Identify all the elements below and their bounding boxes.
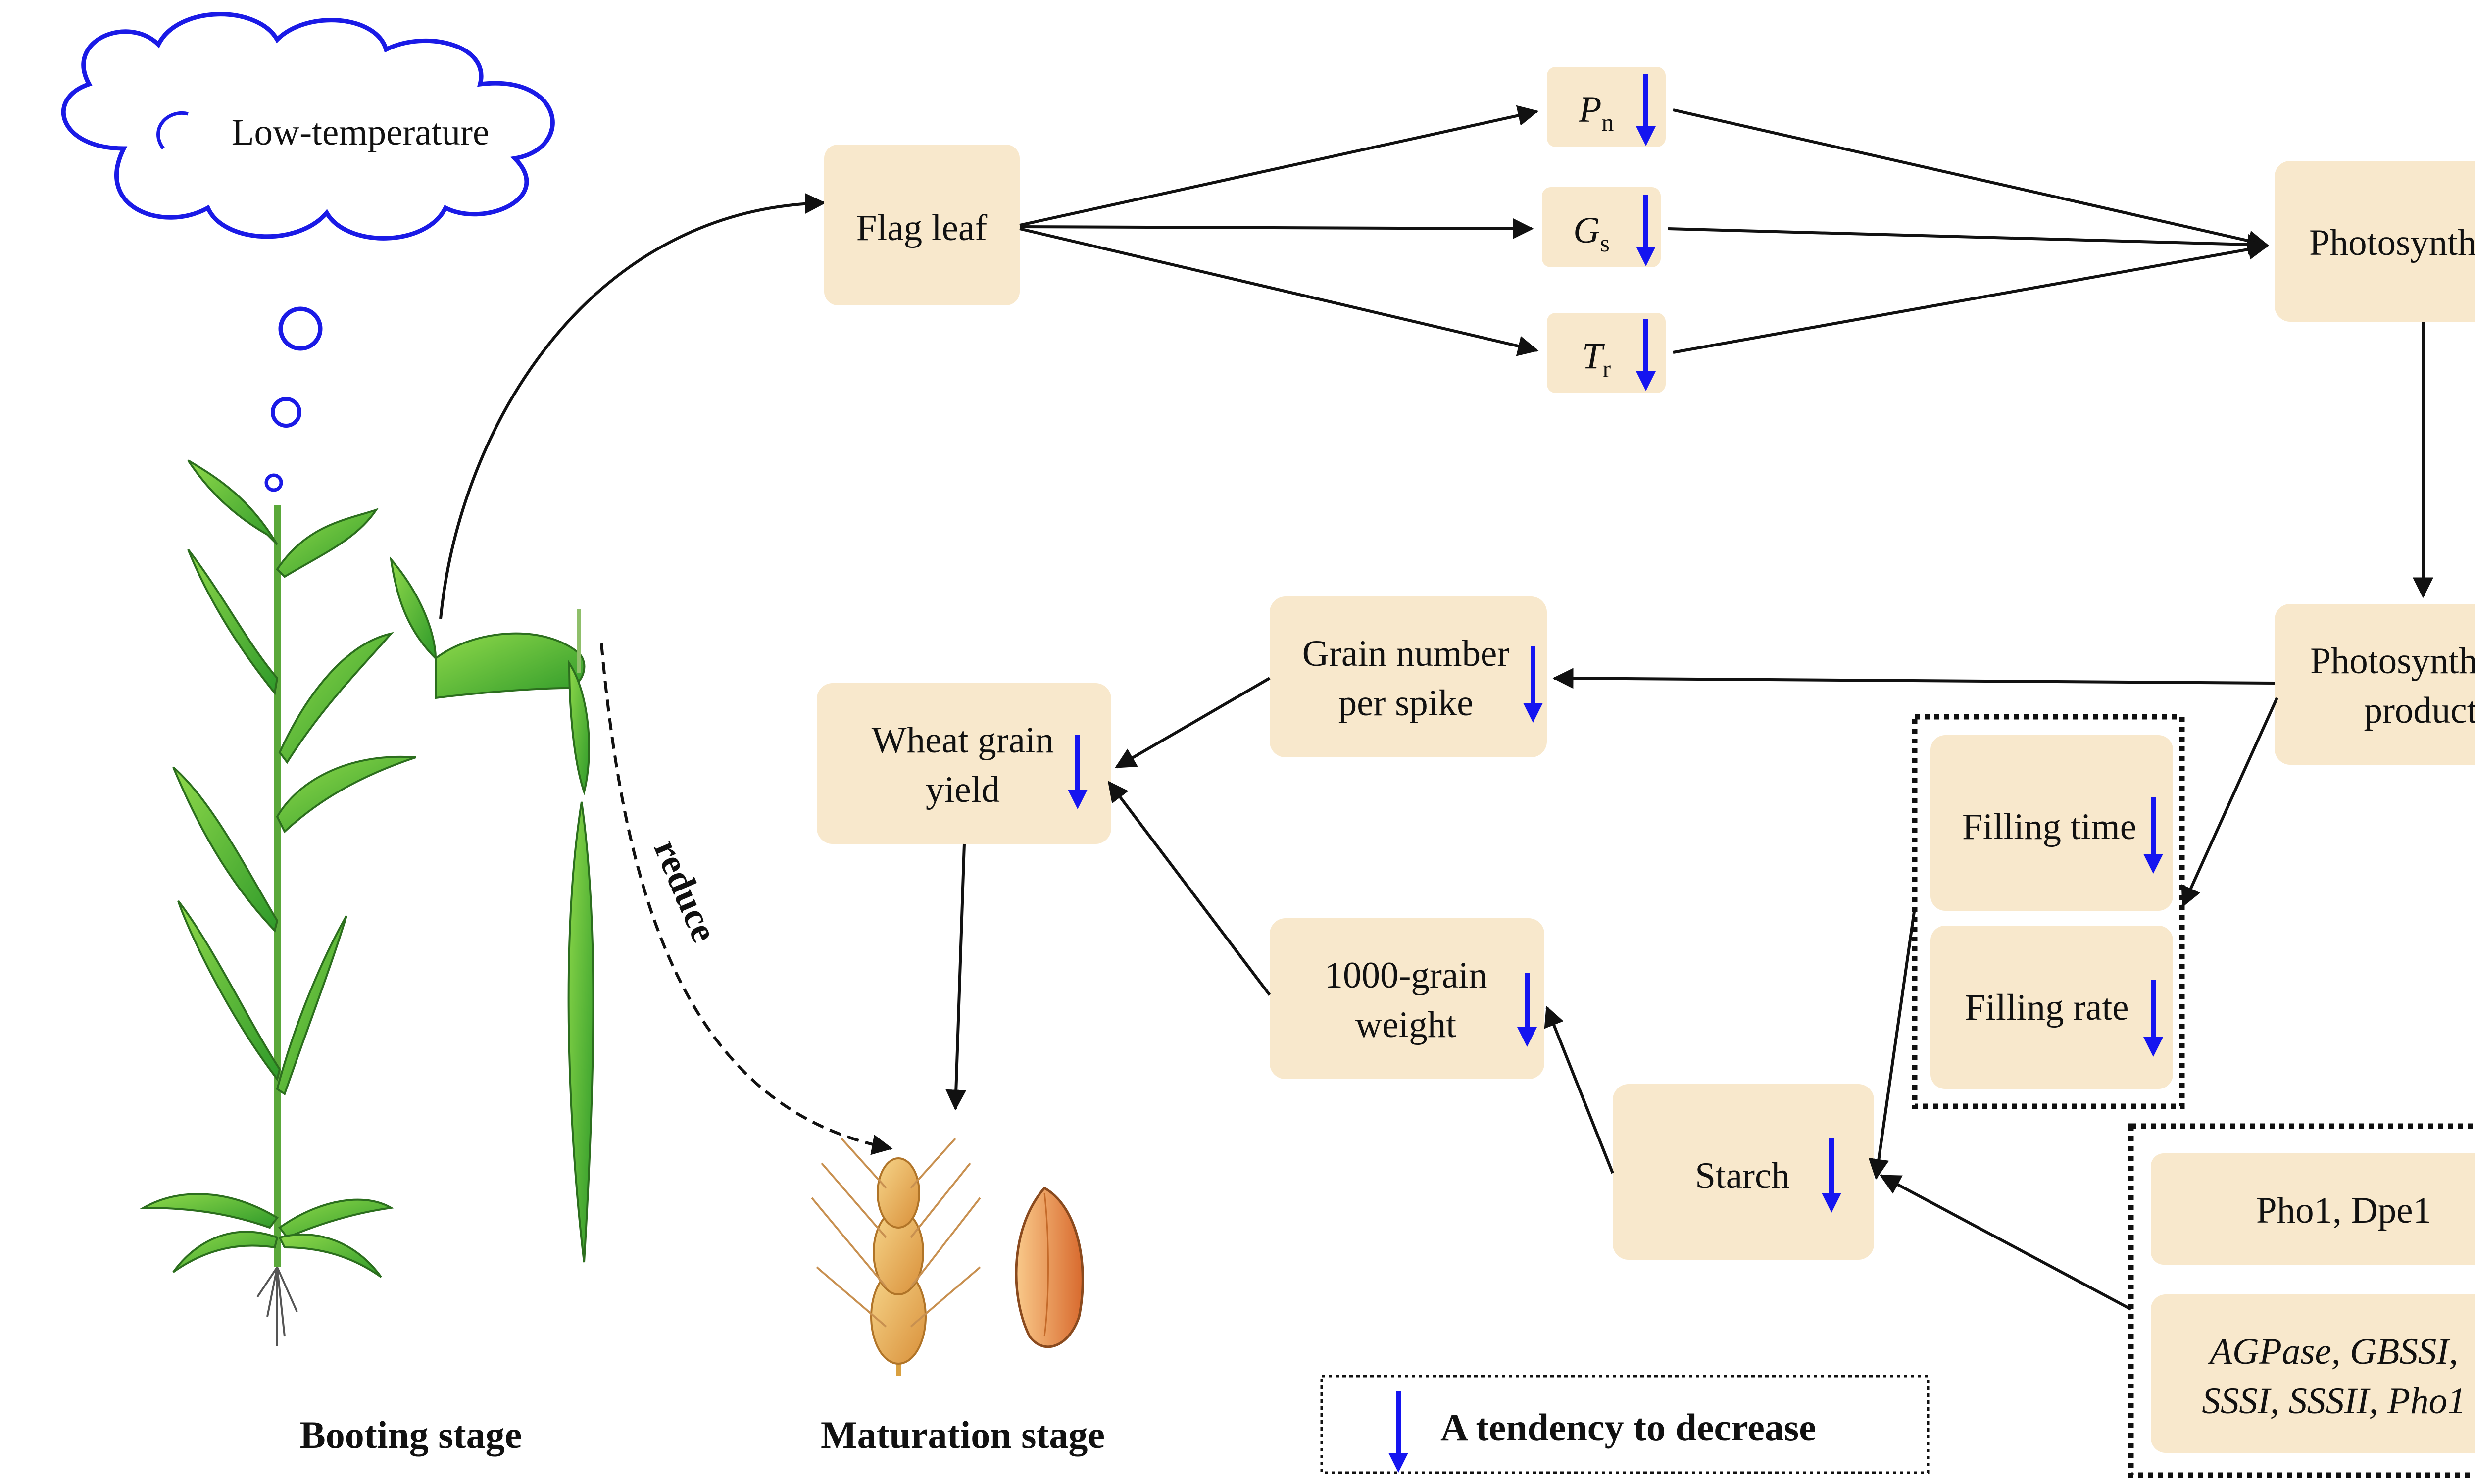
node-photosynthetic-product xyxy=(2275,604,2475,765)
tr-subscript: r xyxy=(1603,355,1611,383)
arrow-gs-to-photosynthesis xyxy=(1668,227,2269,255)
arrow-genes-to-starch xyxy=(1879,1174,2132,1311)
arrow-product-to-grain-number xyxy=(1552,668,2275,689)
arrow-grain-weight-to-yield xyxy=(1107,781,1271,996)
starch-label: Starch xyxy=(1695,1155,1790,1196)
node-genes xyxy=(2151,1294,2475,1453)
wheat-yield-line2: yield xyxy=(926,769,1000,810)
node-filling-rate xyxy=(1930,926,2173,1089)
tr-label: Tr xyxy=(1582,336,1611,383)
cloud-label: Low-temperature xyxy=(232,112,490,153)
photosynthetic-product-line1: Photosynthetic xyxy=(2310,641,2475,682)
gs-subscript: s xyxy=(1600,229,1609,257)
node-starch xyxy=(1613,1084,1874,1260)
genes-line1: AGPase, GBSSI, xyxy=(2207,1331,2458,1372)
legend-box xyxy=(1320,1375,1930,1474)
arrow-flag-to-pn xyxy=(1019,105,1539,227)
genes-line2: SSSI, SSSII, Pho1 xyxy=(2202,1381,2466,1422)
booting-stage-label: Booting stage xyxy=(300,1413,522,1456)
grain-number-line2: per spike xyxy=(1338,683,1474,724)
node-flag-leaf xyxy=(824,145,1020,305)
node-gs xyxy=(1542,187,1661,267)
arrow-yield-to-maturation xyxy=(945,843,967,1111)
pn-subscript: n xyxy=(1601,108,1614,136)
arrow-starch-to-grain-weight xyxy=(1544,1005,1614,1174)
grain-weight-line1: 1000-grain xyxy=(1324,955,1487,996)
pn-symbol: P xyxy=(1579,89,1602,130)
arrow-reduce xyxy=(600,643,893,1155)
node-photosynthesis xyxy=(2275,161,2475,322)
thought-bubble-large xyxy=(278,306,323,351)
wheat-plant-illustration xyxy=(140,459,416,1346)
node-grain-weight xyxy=(1270,918,1544,1079)
filling-time-label: Filling time xyxy=(1962,806,2136,847)
thought-bubble-medium xyxy=(271,397,301,428)
arrow-product-to-filling xyxy=(2181,697,2278,908)
grain-number-line1: Grain number xyxy=(1302,633,1510,674)
photosynthetic-product-line2: product xyxy=(2364,690,2475,731)
arrow-tr-to-photosynthesis xyxy=(1673,239,2269,354)
wheat-yield-line1: Wheat grain xyxy=(872,720,1054,761)
arrow-filling-to-starch xyxy=(1868,908,1916,1180)
node-grain-number xyxy=(1270,596,1547,757)
arrow-plant-to-flag-leaf xyxy=(439,193,826,619)
grain-weight-line2: weight xyxy=(1355,1004,1456,1045)
filling-rate-label: Filling rate xyxy=(1965,987,2128,1028)
pn-label: Pn xyxy=(1579,89,1614,136)
legend-label: A tendency to decrease xyxy=(1440,1406,1816,1449)
arrow-pn-to-photosynthesis xyxy=(1673,108,2269,251)
wheat-spike-illustration xyxy=(811,1138,981,1376)
node-wheat-yield xyxy=(817,683,1111,844)
node-filling-time xyxy=(1930,735,2173,911)
tr-symbol: T xyxy=(1582,336,1605,377)
photosynthesis-label: Photosynthesis xyxy=(2309,222,2475,263)
gene-group-border xyxy=(2128,1123,2475,1478)
cloud xyxy=(61,12,555,492)
arrow-flag-to-tr xyxy=(1019,227,1539,356)
wheat-grain-illustration xyxy=(1015,1186,1084,1348)
gs-symbol: G xyxy=(1573,210,1600,251)
maturation-stage-label: Maturation stage xyxy=(821,1413,1105,1456)
flag-leaf-label: Flag leaf xyxy=(856,207,988,248)
pho1-dpe1-label: Pho1, Dpe1 xyxy=(2256,1190,2431,1231)
thought-bubble-small xyxy=(264,473,283,492)
arrow-grain-number-to-yield xyxy=(1114,677,1271,769)
gs-label: Gs xyxy=(1573,210,1610,257)
node-pho1-dpe1 xyxy=(2151,1153,2475,1265)
arrow-flag-to-gs xyxy=(1019,218,1534,239)
flag-leaf-illustration xyxy=(390,556,594,1263)
